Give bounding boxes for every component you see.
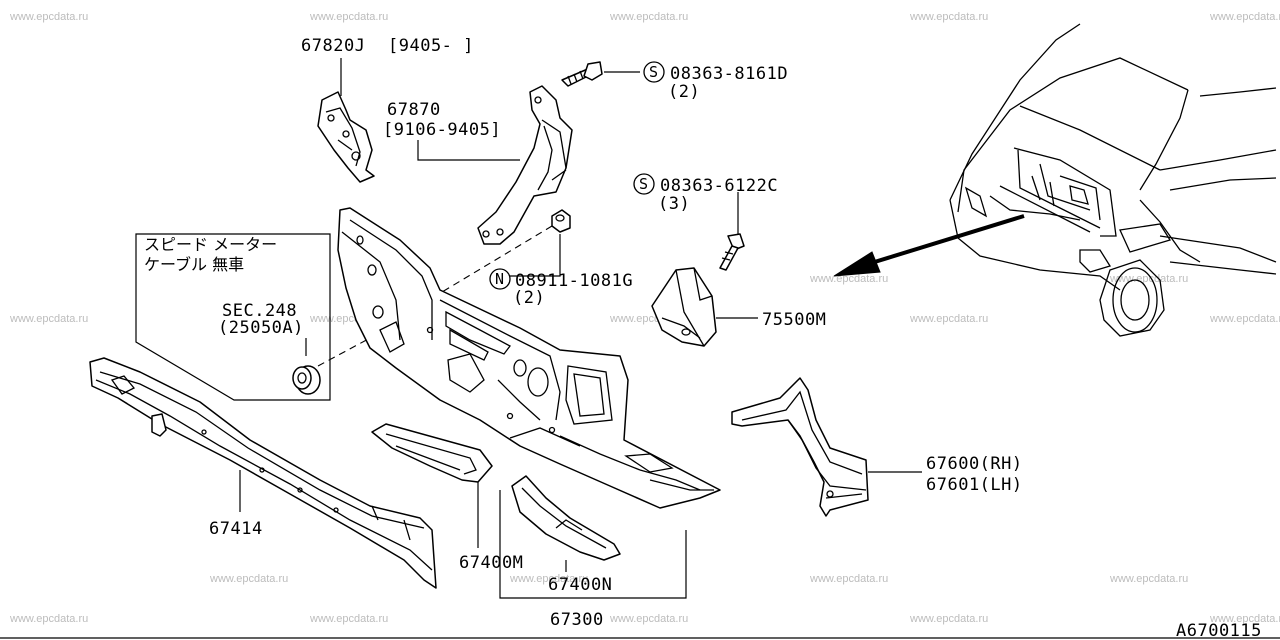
part-67820j-bracket[interactable] [317,91,375,183]
part-67300-dash-panel[interactable] [337,207,721,509]
leader-67870 [417,140,520,161]
part-67400n-bracket[interactable] [511,475,621,561]
watermark: www.epcdata.ru [909,11,988,23]
watermark: www.epcdata.ru [909,613,988,625]
note-box [135,233,331,401]
bolt-08363-6122c[interactable] [719,233,745,271]
nut-prefix: N [495,270,504,288]
label-67400m[interactable]: 67400M [459,553,523,573]
label-75500m[interactable]: 75500M [762,310,826,330]
watermark: www.epcdata.ru [309,613,388,625]
part-75500m-bracket[interactable] [651,267,717,347]
watermark: www.epcdata.ru [209,573,288,585]
bolt2-symbol [633,173,655,195]
label-67400n[interactable]: 67400N [548,575,612,595]
watermark-layer: www.epcdata.ru www.epcdata.ru www.epcdat… [9,11,1280,625]
nut-08911-1081g[interactable] [551,209,571,233]
watermark: www.epcdata.ru [909,313,988,325]
vehicle-illustration [949,23,1277,337]
diagram-code: A6700115 [1176,621,1262,640]
label-67600[interactable]: 67600(RH) [926,454,1023,474]
watermark: www.epcdata.ru [1209,11,1280,23]
bolt2-prefix: S [639,175,648,193]
watermark: www.epcdata.ru [1209,613,1280,625]
label-67820j-range: [9405- ] [388,36,474,56]
watermark: www.epcdata.ru [1109,573,1188,585]
leader-nut [510,234,561,277]
bolt1-symbol [643,61,665,83]
watermark: www.epcdata.ru [509,573,588,585]
label-sec-ref[interactable]: SEC.248 [222,301,297,321]
part-67400m-bracket[interactable] [371,423,493,483]
label-bolt2[interactable]: 08363-6122C [660,176,778,196]
watermark: www.epcdata.ru [609,613,688,625]
part-67870-bracket[interactable] [477,85,573,245]
part-67414-cross-member[interactable] [89,357,437,589]
label-67300[interactable]: 67300 [550,610,604,630]
bolt1-prefix: S [649,63,658,81]
grommet-25050a[interactable] [292,365,321,395]
watermark: www.epcdata.ru [9,313,88,325]
label-67870[interactable]: 67870 [387,100,441,120]
label-67414[interactable]: 67414 [209,519,263,539]
note-line1: スピード メーター [144,235,277,254]
label-67870-range: [9106-9405] [383,120,501,140]
label-nut[interactable]: 08911-1081G [515,271,633,291]
direction-arrow [833,214,1025,277]
leader-67300 [499,490,687,599]
watermark: www.epcdata.ru [9,613,88,625]
label-bolt2-qty: (3) [658,194,690,214]
bolt-08363-8161d[interactable] [561,61,603,87]
label-67820j[interactable]: 67820J [301,36,365,56]
watermark: www.epcdata.ru [809,573,888,585]
label-67601[interactable]: 67601(LH) [926,475,1023,495]
label-bolt1-qty: (2) [668,82,700,102]
nut-symbol [489,268,511,290]
label-sec-part: (25050A) [218,318,304,338]
watermark: www.epcdata.ru [809,273,888,285]
watermark: www.epcdata.ru [9,11,88,23]
watermark: www.epcdata.ru [309,11,388,23]
part-67600-pillar[interactable] [731,377,869,517]
watermark: www.epcdata.ru [1209,313,1280,325]
watermark: www.epcdata.ru [609,11,688,23]
label-bolt1[interactable]: 08363-8161D [670,64,788,84]
note-line2: ケーブル 無車 [144,255,244,274]
label-nut-qty: (2) [513,288,545,308]
